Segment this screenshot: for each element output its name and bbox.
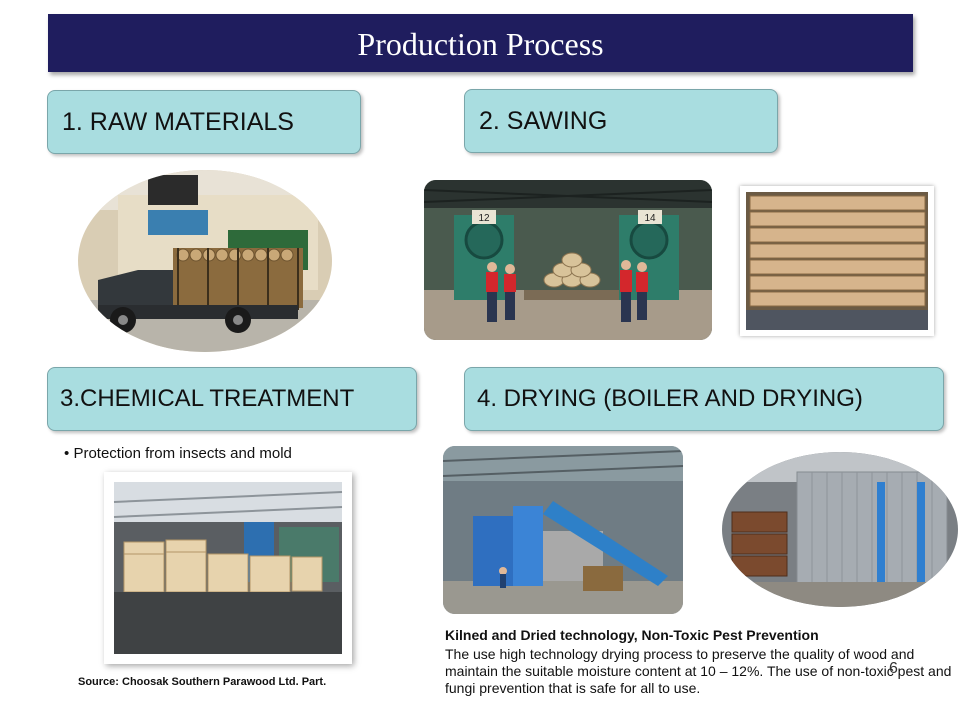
section-drying: 4. DRYING (BOILER AND DRYING) [464,367,944,431]
title-bar: Production Process [48,14,913,72]
section-sawing: 2. SAWING [464,89,778,153]
bullet-text: Protection from insects and mold [73,445,292,462]
chemical-treatment-photo [104,472,352,664]
drying-facility-photo [443,446,683,614]
machine-label: 12 [478,213,490,224]
chemical-treatment-bullet: • Protection from insects and mold [64,445,292,462]
source-caption: Source: Choosak Southern Parawood Ltd. P… [78,676,327,688]
machine-label: 14 [644,213,656,224]
section-label: 4. DRYING (BOILER AND DRYING) [477,385,863,412]
section-label: 2. SAWING [479,106,608,135]
sawmill-photo: 12 14 [424,180,712,340]
page-title: Production Process [357,26,604,62]
section-label: 3.CHEMICAL TREATMENT [60,385,355,412]
drying-description-heading: Kilned and Dried technology, Non-Toxic P… [445,627,819,643]
wood-planks-photo [740,186,934,336]
section-chemical-treatment: 3.CHEMICAL TREATMENT [47,367,417,431]
bullet-icon: • [64,445,70,462]
section-label: 1. RAW MATERIALS [62,107,294,136]
section-raw-materials: 1. RAW MATERIALS [47,90,361,154]
page-number: 6 [889,660,898,677]
drying-description-body: The use high technology drying process t… [445,646,952,696]
kiln-interior-photo [722,452,958,607]
raw-materials-truck-photo [78,170,332,352]
